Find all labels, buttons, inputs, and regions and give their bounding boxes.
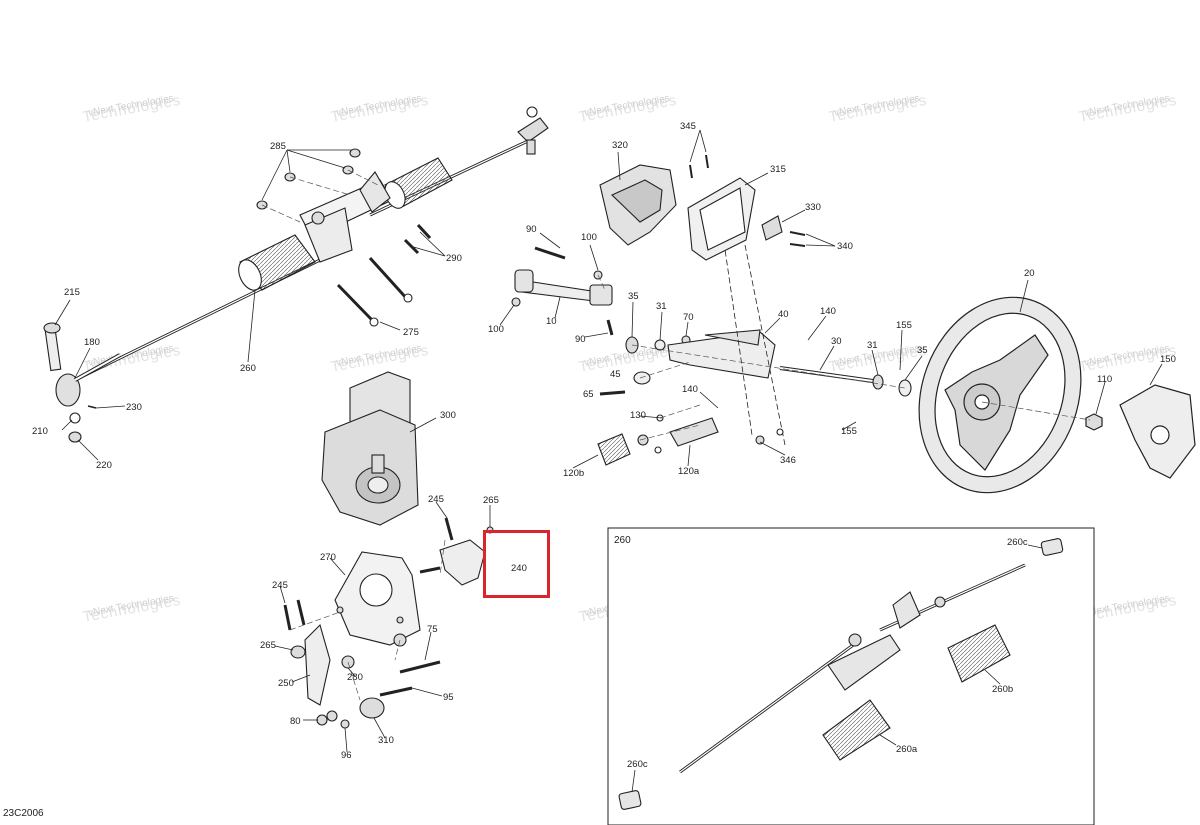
mount-brackets	[283, 517, 494, 729]
callout-300: 300	[440, 410, 456, 421]
steering-wheel	[918, 296, 1196, 494]
callout-100-top: 100	[581, 232, 597, 243]
callout-220: 220	[96, 460, 112, 471]
callout-20: 20	[1024, 268, 1035, 279]
callout-150: 150	[1160, 354, 1176, 365]
callout-75: 75	[427, 624, 438, 635]
callout-340: 340	[837, 241, 853, 252]
callout-80: 80	[290, 716, 301, 727]
inset-callout-260c-top: 260c	[1007, 537, 1028, 548]
callout-280: 280	[347, 672, 363, 683]
callout-285: 285	[270, 141, 286, 152]
drawing-code: 23C2006	[3, 808, 44, 819]
inset-callout-260c-bottom: 260c	[627, 759, 648, 770]
callout-31-right: 31	[867, 340, 878, 351]
callout-31-left: 31	[656, 301, 667, 312]
steering-column	[511, 214, 912, 466]
callout-315: 315	[770, 164, 786, 175]
callout-240: 240	[511, 563, 527, 574]
callout-10: 10	[546, 316, 557, 327]
inset-title: 260	[614, 535, 631, 546]
callout-230: 230	[126, 402, 142, 413]
highlight-box-240	[483, 530, 550, 598]
callout-95: 95	[443, 692, 454, 703]
callout-275: 275	[403, 327, 419, 338]
leader-lines	[54, 129, 1163, 753]
callout-180: 180	[84, 337, 100, 348]
callout-130: 130	[630, 410, 646, 421]
callout-100-left: 100	[488, 324, 504, 335]
callout-30: 30	[831, 336, 842, 347]
assembly-lines	[261, 169, 1091, 701]
callout-250: 250	[278, 678, 294, 689]
callout-155-bottom: 155	[841, 426, 857, 437]
inset-callout-260a: 260a	[896, 744, 918, 755]
inset-callout-260b: 260b	[992, 684, 1013, 695]
callout-265-left: 265	[260, 640, 276, 651]
callout-270: 270	[320, 552, 336, 563]
callout-290: 290	[446, 253, 462, 264]
callout-320: 320	[612, 140, 628, 151]
callout-346: 346	[780, 455, 796, 466]
callout-90-mid: 90	[575, 334, 586, 345]
inset-rack-kit: 260 260c 260b 260a 260c	[607, 527, 1095, 825]
callout-35-left: 35	[628, 291, 639, 302]
callout-140-mid: 140	[682, 384, 698, 395]
column-covers	[599, 154, 806, 261]
callout-330: 330	[805, 202, 821, 213]
callout-310: 310	[378, 735, 394, 746]
callout-labels: 285 290 275 260 215 180 230 210 220 90 1…	[32, 121, 1176, 761]
callout-120a: 120a	[678, 466, 700, 477]
callout-155-top: 155	[896, 320, 912, 331]
callout-345: 345	[680, 121, 696, 132]
eps-motor	[321, 371, 419, 526]
callout-70: 70	[683, 312, 694, 323]
callout-65: 65	[583, 389, 594, 400]
callout-210: 210	[32, 426, 48, 437]
callout-245-top: 245	[428, 494, 444, 505]
callout-260: 260	[240, 363, 256, 374]
callout-35-right: 35	[917, 345, 928, 356]
callout-90-top: 90	[526, 224, 537, 235]
callout-96: 96	[341, 750, 352, 761]
callout-120b: 120b	[563, 468, 584, 479]
callout-265-top: 265	[483, 495, 499, 506]
callout-40: 40	[778, 309, 789, 320]
callout-140-right: 140	[820, 306, 836, 317]
callout-245-left: 245	[272, 580, 288, 591]
steering-rack	[43, 106, 549, 443]
callout-45: 45	[610, 369, 621, 380]
callout-110: 110	[1097, 374, 1112, 385]
callout-215: 215	[64, 287, 80, 298]
